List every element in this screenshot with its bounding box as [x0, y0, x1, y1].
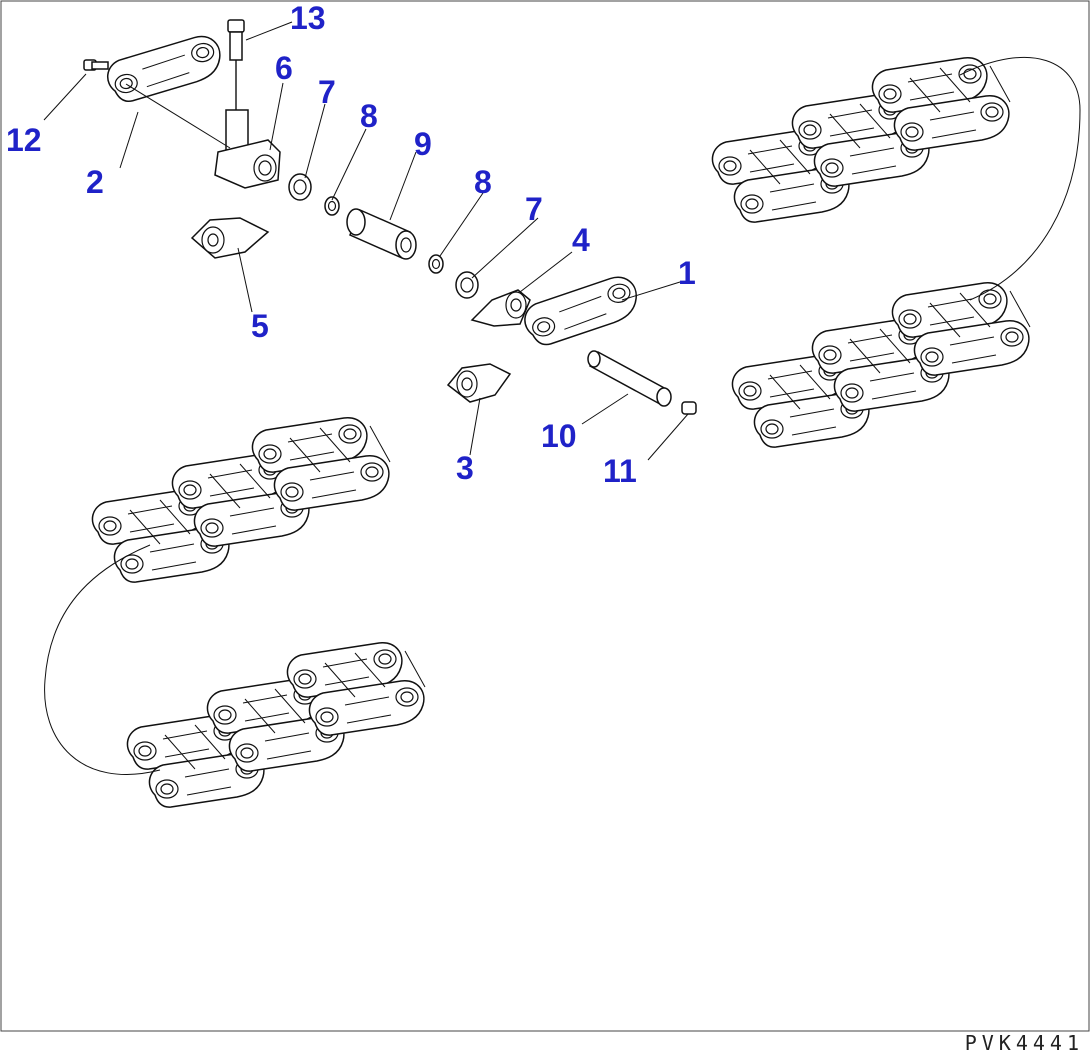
callout-8-upper: 8	[360, 98, 378, 134]
part-4-half-link	[470, 289, 531, 327]
callout-10: 10	[541, 418, 577, 454]
callout-11: 11	[603, 453, 637, 489]
part-7-seal-lower	[455, 271, 479, 299]
part-8-spacer-lower	[428, 254, 444, 274]
callout-8-lower: 8	[474, 164, 492, 200]
part-11-collar	[681, 401, 697, 415]
leader-lines	[43, 21, 689, 461]
callout-6: 6	[275, 50, 293, 86]
callout-3: 3	[456, 450, 474, 486]
part-9-bushing	[346, 208, 417, 260]
callout-5: 5	[251, 308, 269, 344]
part-3-half-link	[446, 363, 512, 403]
part-8-spacer-upper	[324, 196, 340, 216]
part-2-master-link	[103, 33, 226, 105]
track-chain-middle-right	[732, 283, 1030, 447]
part-5-half-link	[190, 217, 270, 259]
track-chain-lower-left	[127, 643, 425, 807]
callout-9: 9	[414, 126, 432, 162]
part-7-seal-upper	[288, 173, 312, 201]
callout-1: 1	[678, 255, 696, 291]
drawing-code: PVK4441	[964, 1031, 1084, 1055]
part-12-bolt	[83, 59, 109, 71]
chain-continuation-left	[44, 544, 161, 775]
callout-12: 12	[6, 122, 42, 158]
callout-13: 13	[290, 0, 326, 36]
callout-7-upper: 7	[318, 74, 336, 110]
part-13-long-bolt	[227, 19, 245, 110]
drawing-frame	[0, 0, 1090, 1032]
track-chain-upper-right	[712, 58, 1010, 222]
callout-7-lower: 7	[525, 191, 543, 227]
callout-4: 4	[572, 222, 590, 258]
callout-2: 2	[86, 164, 104, 200]
track-chain-middle-left	[92, 418, 390, 582]
chain-continuation-right	[959, 56, 1081, 301]
part-10-pin	[587, 350, 672, 407]
part-6-seal-holder	[214, 109, 281, 189]
part-1-track-link	[519, 273, 643, 349]
